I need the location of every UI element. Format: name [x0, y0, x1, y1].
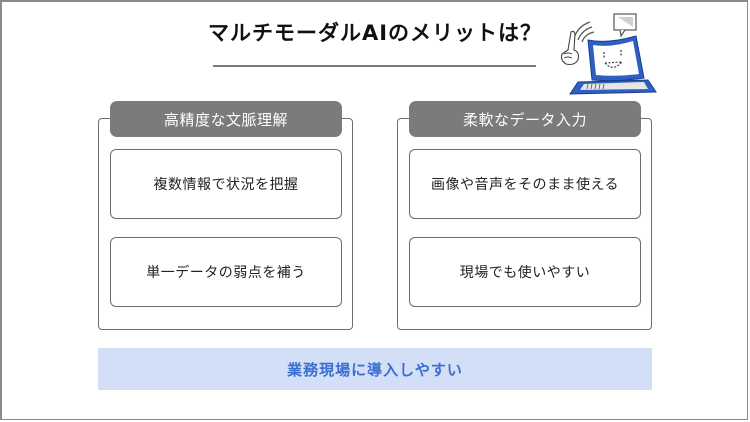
- panel-header-flexible-input: 柔軟なデータ入力: [409, 101, 641, 137]
- panel-header-context-understanding: 高精度な文脈理解: [110, 101, 342, 137]
- benefit-item: 画像や音声をそのまま使える: [409, 149, 641, 219]
- slide-title: マルチモーダルAIのメリットは？: [207, 21, 543, 45]
- benefit-item: 現場でも使いやすい: [409, 237, 641, 307]
- benefit-item: 単一データの弱点を補う: [110, 237, 342, 307]
- benefit-item: 複数情報で状況を把握: [110, 149, 342, 219]
- title-underline: [213, 65, 536, 67]
- summary-banner: 業務現場に導入しやすい: [98, 348, 652, 390]
- laptop-mascot-icon: [560, 13, 657, 95]
